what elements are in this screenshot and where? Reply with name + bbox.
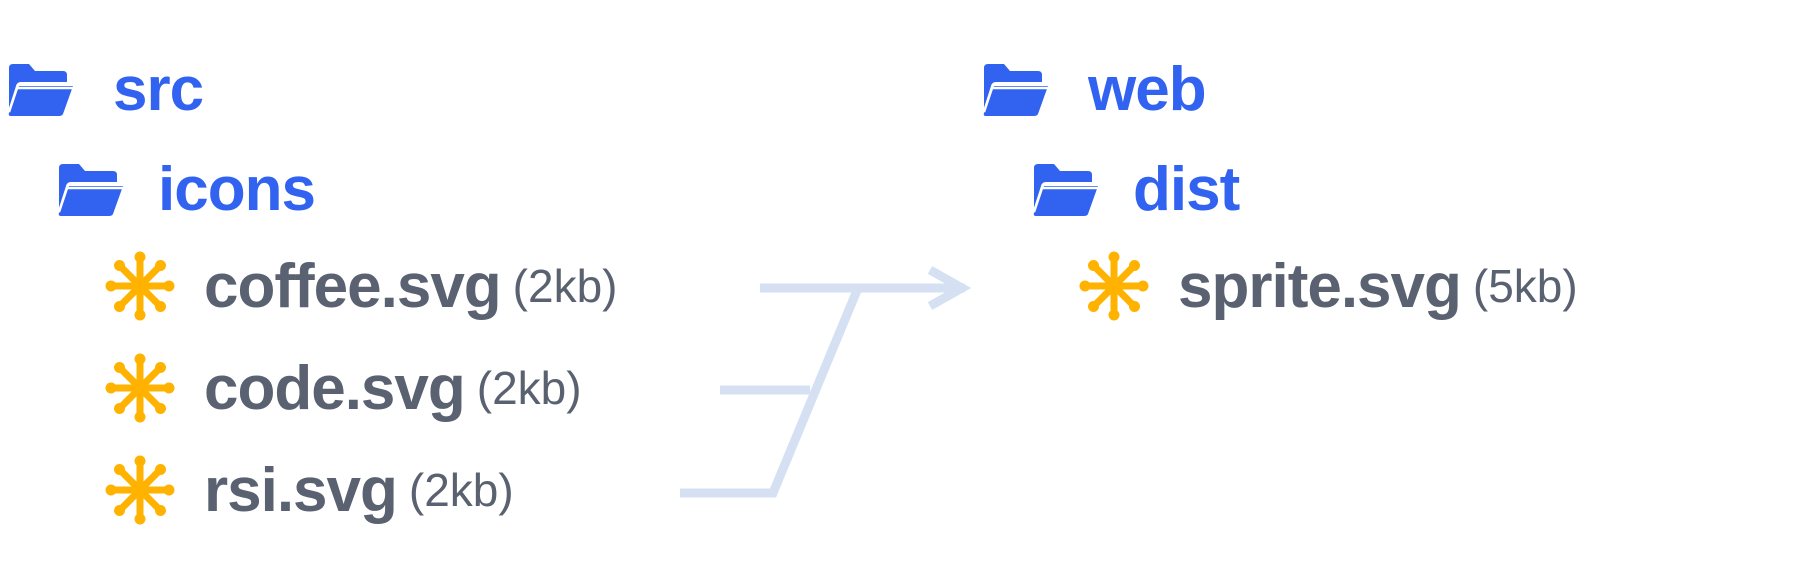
svg-file-icon <box>104 454 176 526</box>
folder-open-icon <box>980 62 1050 118</box>
svg-file-icon <box>104 352 176 424</box>
file-sprite-svg[interactable]: sprite.svg (5kb) <box>1078 250 1578 322</box>
folder-label: web <box>1088 55 1207 124</box>
file-code-svg[interactable]: code.svg (2kb) <box>104 352 582 424</box>
file-size: (2kb) <box>408 464 514 516</box>
connector-line-rsi <box>680 286 863 498</box>
file-name: rsi.svg <box>204 455 398 525</box>
file-name: code.svg <box>204 353 466 423</box>
folder-label: icons <box>158 155 316 224</box>
folder-open-icon <box>1030 162 1100 218</box>
file-size: (5kb) <box>1472 260 1578 312</box>
folder-icons[interactable]: icons <box>55 154 316 225</box>
svg-file-icon <box>1078 250 1150 322</box>
svg-file-icon <box>104 250 176 322</box>
connector-arrowhead <box>927 266 972 310</box>
folder-src[interactable]: src <box>5 54 204 125</box>
file-size: (2kb) <box>476 362 582 414</box>
folder-open-icon <box>5 62 75 118</box>
folder-dist[interactable]: dist <box>1030 154 1240 225</box>
file-coffee-svg[interactable]: coffee.svg (2kb) <box>104 250 617 322</box>
file-name: sprite.svg <box>1178 251 1462 321</box>
folder-label: src <box>113 55 204 124</box>
file-size: (2kb) <box>512 260 618 312</box>
folder-label: dist <box>1133 155 1240 224</box>
file-name: coffee.svg <box>204 251 502 321</box>
folder-web[interactable]: web <box>980 54 1207 125</box>
folder-open-icon <box>55 162 125 218</box>
file-rsi-svg[interactable]: rsi.svg (2kb) <box>104 454 514 526</box>
